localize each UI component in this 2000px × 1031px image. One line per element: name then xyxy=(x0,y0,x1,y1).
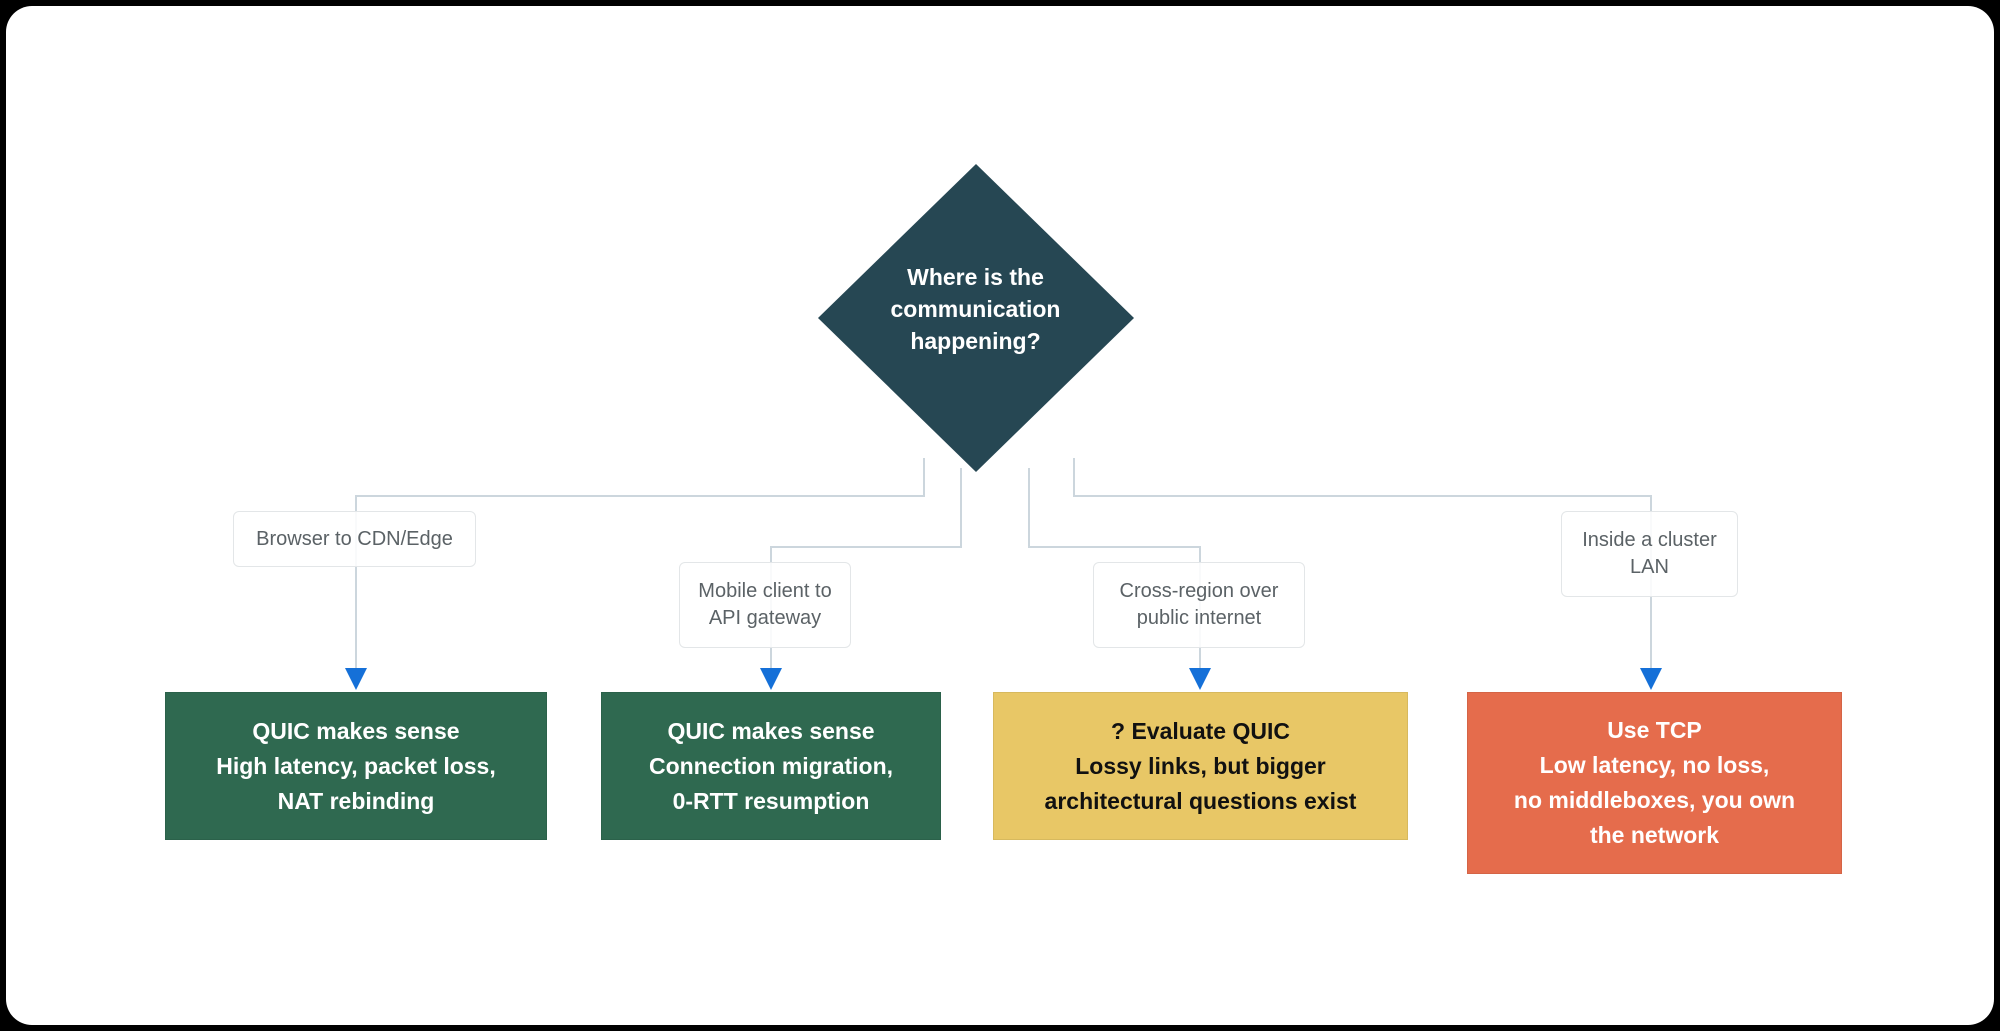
edge-label-mobile-client-to-api-gateway: Mobile client to API gateway xyxy=(679,562,851,648)
diagram-canvas: Where is the communication happening? Br… xyxy=(6,6,1994,1025)
flowchart-svg xyxy=(345,164,1662,690)
decision-label: Where is the communication happening? xyxy=(890,264,1061,354)
arrowhead-branch-1 xyxy=(760,668,782,690)
outcome-box-quic-cdn-edge[interactable]: QUIC makes sense High latency, packet lo… xyxy=(165,692,547,840)
decision-diamond[interactable] xyxy=(818,164,1134,472)
arrowhead-branch-3 xyxy=(1640,668,1662,690)
edge-label-browser-to-cdn-edge: Browser to CDN/Edge xyxy=(233,511,476,567)
outcome-box-quic-mobile[interactable]: QUIC makes sense Connection migration, 0… xyxy=(601,692,941,840)
connector-branch-0 xyxy=(355,458,925,672)
arrowhead-branch-0 xyxy=(345,668,367,690)
edge-label-inside-a-cluster-lan: Inside a cluster LAN xyxy=(1561,511,1738,597)
outcome-box-evaluate-quic[interactable]: ? Evaluate QUIC Lossy links, but bigger … xyxy=(993,692,1408,840)
outcome-box-use-tcp[interactable]: Use TCP Low latency, no loss, no middleb… xyxy=(1467,692,1842,874)
edge-label-cross-region-over-public-internet: Cross-region over public internet xyxy=(1093,562,1305,648)
arrowhead-branch-2 xyxy=(1189,668,1211,690)
